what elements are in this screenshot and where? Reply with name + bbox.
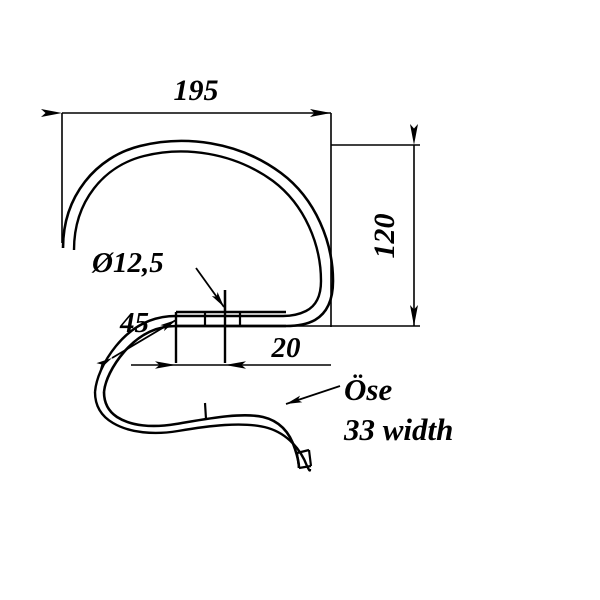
annotation-ose-label-line1: Öse (344, 372, 392, 407)
dimension-hole-diameter-group: Ø12,5 (91, 247, 225, 308)
dimension-45-group: 45 (96, 307, 177, 370)
dimension-label-195: 195 (174, 74, 219, 107)
dimension-label-120: 120 (368, 214, 401, 259)
leader-line-ose (285, 385, 341, 405)
annotation-ose-group: Öse 33 width (285, 372, 453, 447)
part-outline-group (61, 139, 335, 472)
annotation-ose-label-line2: 33 width (343, 412, 453, 447)
tail-end-cap (296, 448, 310, 455)
dim-arrow-20-right (225, 361, 246, 369)
dimension-195-group: 195 (41, 74, 332, 327)
tail-outer-edge (102, 391, 301, 469)
tail-break-tick (203, 402, 208, 420)
dimension-20-group: 20 (131, 332, 331, 369)
tail-inner-edge (93, 391, 312, 472)
leader-line-hole-diameter (195, 267, 225, 308)
dim-arrow-20-left (155, 361, 176, 369)
tail-end-close (295, 452, 301, 469)
dimension-120-group: 120 (286, 124, 420, 327)
dimension-label-45: 45 (119, 307, 149, 339)
tail-end-close-right (307, 449, 313, 467)
leader-line-45 (96, 319, 177, 370)
dimension-label-20: 20 (271, 332, 301, 364)
tail-end-face (298, 464, 312, 470)
dimension-label-hole-diameter: Ø12,5 (91, 247, 164, 279)
